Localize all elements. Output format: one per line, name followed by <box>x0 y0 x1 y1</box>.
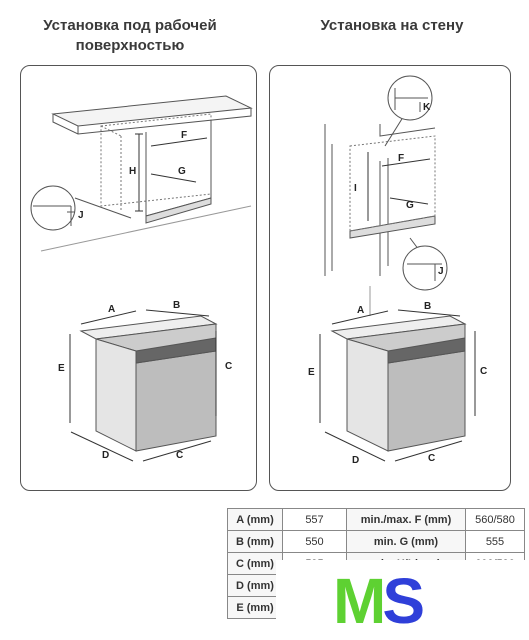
wall-cabinet <box>324 124 436 316</box>
label-f-right: F <box>398 153 404 164</box>
logo-m: M <box>333 565 386 637</box>
oven-right <box>330 315 467 452</box>
table-cell-k2: min./max. F (mm) <box>346 508 466 531</box>
table-cell-k1: B (mm) <box>227 530 283 553</box>
table-cell-v2: 560/580 <box>465 508 525 531</box>
table-cell-k1: D (mm) <box>227 574 283 597</box>
label-e-right: E <box>308 367 315 378</box>
label-a-right: A <box>357 305 364 316</box>
wall-niche <box>349 135 436 232</box>
label-b-right: B <box>424 301 431 312</box>
label-d-right: D <box>352 455 359 466</box>
oven-left <box>79 315 218 452</box>
dim-g <box>150 173 197 183</box>
table-cell-k1: C (mm) <box>227 552 283 575</box>
dim-f-right <box>381 158 431 167</box>
label-a-left: A <box>108 304 115 315</box>
dim-c-bottom-right <box>394 440 463 462</box>
diagram-under-counter: H F G J A B E C <box>30 95 253 462</box>
countertop <box>51 95 253 135</box>
dim-d-left <box>70 431 134 462</box>
table-cell-v1: 550 <box>282 530 347 553</box>
dim-h <box>135 133 143 212</box>
label-f: F <box>181 130 187 141</box>
table-cell-k2: min. G (mm) <box>346 530 466 553</box>
table-cell-k1: A (mm) <box>227 508 283 531</box>
label-c-bottom-right: C <box>428 453 435 464</box>
panel-under-counter: H F G J A B E C <box>20 65 257 491</box>
label-e-left: E <box>58 363 65 374</box>
cabinet-niche <box>100 113 212 211</box>
detail-circle-k <box>384 75 433 147</box>
label-c-side-right: C <box>480 366 487 377</box>
label-g-right: G <box>406 200 414 211</box>
dim-c-bottom-left <box>142 440 212 462</box>
label-c-bottom-left: C <box>176 450 183 461</box>
label-c-side-left: C <box>225 361 232 372</box>
table-cell-k1: E (mm) <box>227 596 283 619</box>
dim-a-right <box>331 310 389 325</box>
dim-d-right <box>324 431 386 462</box>
logo-s: S <box>382 565 425 637</box>
label-b-left: B <box>173 300 180 311</box>
detail-circle-j-right <box>402 237 448 291</box>
dim-b-left <box>145 309 210 317</box>
label-h: H <box>129 166 136 177</box>
heading-under-counter: Установка под рабочей поверхностью <box>43 17 217 54</box>
label-g: G <box>178 166 186 177</box>
heading-wall-mount: Установка на стену <box>320 17 464 34</box>
cabinet-sides <box>40 120 252 252</box>
diagram-wall-mount: I F G K J A <box>308 75 487 466</box>
logo-area <box>276 560 529 640</box>
detail-circle-j <box>30 185 132 231</box>
label-j: J <box>78 210 84 221</box>
panel-wall-mount: I F G K J A <box>269 65 511 491</box>
label-i: I <box>354 183 357 194</box>
ms-logo: MS <box>333 565 425 637</box>
dim-b-right <box>397 309 461 317</box>
dim-f <box>150 137 208 147</box>
dim-a-left <box>80 310 137 325</box>
table-cell-v1: 557 <box>282 508 347 531</box>
label-d-left: D <box>102 450 109 461</box>
table-cell-v2: 555 <box>465 530 525 553</box>
dim-g-right <box>389 197 429 205</box>
label-j-right: J <box>438 266 444 277</box>
label-k: K <box>423 102 431 113</box>
